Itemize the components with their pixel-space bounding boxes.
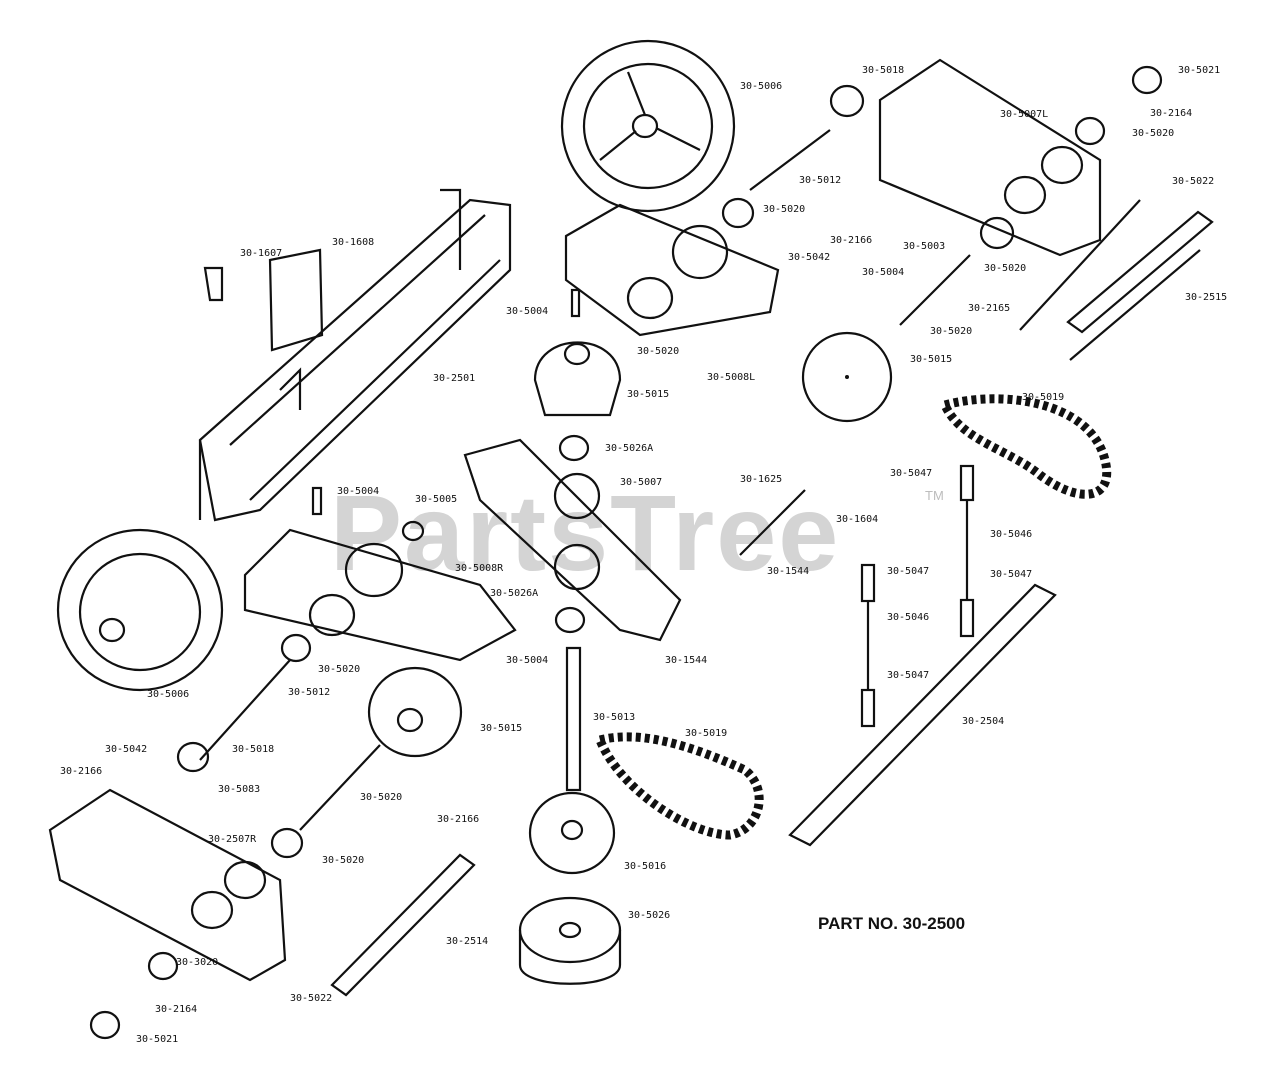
- callout-small-washer: 30-1544: [767, 566, 810, 577]
- callout-axle-left: 30-5020: [360, 792, 403, 803]
- callout-disc-right: 30-5015: [910, 354, 953, 365]
- callout-housing-right: 30-5008R: [455, 563, 504, 574]
- callout-frame-left: 30-2507R: [208, 834, 257, 845]
- callout-axle-right: 30-5020: [930, 326, 973, 337]
- callout-washer-right: 30-5020: [984, 263, 1027, 274]
- callout-rod-1: 30-5046: [990, 529, 1033, 540]
- callout-top-right-5: 30-5022: [1172, 176, 1215, 187]
- callout-bolt-bottom: 30-5022: [290, 993, 333, 1004]
- center-stack: [533, 341, 622, 792]
- small-parts: [89, 129, 1141, 1040]
- main-frame: [198, 188, 512, 522]
- callout-misc-2: 30-1625: [740, 474, 783, 485]
- callout-lever: 30-1544: [665, 655, 708, 666]
- callout-spring-3: 30-5047: [990, 569, 1033, 580]
- callout-bolt: 30-1604: [836, 514, 879, 525]
- callout-collar-center: 30-5026A: [605, 443, 654, 454]
- left-housing: [243, 528, 517, 662]
- callout-drum-top: 30-5015: [627, 389, 670, 400]
- top-brackets: [203, 248, 324, 410]
- callout-wheel-top: 30-5006: [740, 81, 783, 92]
- callout-chain-upper: 30-5019: [1022, 392, 1065, 403]
- callout-collar-low: 30-5026A: [490, 588, 539, 599]
- upper-housing: [564, 203, 780, 337]
- sprocket-and-pulley: [518, 791, 622, 985]
- trademark-symbol: TM: [925, 488, 944, 503]
- callout-rail-left: 30-2514: [446, 936, 489, 947]
- callout-chain-lower: 30-5019: [685, 728, 728, 739]
- callout-bush-left: 30-5020: [637, 346, 680, 357]
- callout-top-right-3: 30-2164: [1150, 108, 1193, 119]
- callout-housing-left-top: 30-5008L: [707, 372, 756, 383]
- callout-bush-left-2: 30-5020: [318, 664, 361, 675]
- springs-and-rods: [860, 464, 975, 728]
- callout-link: 30-5013: [593, 712, 636, 723]
- callout-bush-left-3: 30-5020: [322, 855, 365, 866]
- callout-bracket-l1: 30-1607: [240, 248, 283, 259]
- callout-top-right-4: 30-5020: [1132, 128, 1175, 139]
- callout-arm-right: 30-2165: [968, 303, 1011, 314]
- callout-spring-2: 30-5047: [887, 566, 930, 577]
- callout-spring-4: 30-5047: [887, 670, 930, 681]
- upper-chain: [938, 394, 1112, 499]
- lower-chain: [593, 732, 764, 840]
- callout-top-right-2: 30-5021: [1178, 65, 1221, 76]
- callout-top-right-1: 30-5018: [862, 65, 905, 76]
- callout-washer-bottom: 30-2164: [155, 1004, 198, 1015]
- watermark: PartsTree: [330, 472, 841, 593]
- callout-sprocket: 30-5016: [624, 861, 667, 872]
- callout-spring-bottom: 30-2166: [437, 814, 480, 825]
- callout-pin-top: 30-5004: [862, 267, 905, 278]
- callout-collar-top: 30-5020: [763, 204, 806, 215]
- part-number-label: PART NO. 30-2500: [818, 914, 966, 933]
- center-frame: [463, 438, 682, 642]
- callout-shaft-top: 30-5012: [799, 175, 842, 186]
- callout-side-rail: 30-2504: [962, 716, 1005, 727]
- top-wheel: [560, 39, 736, 213]
- rails: [330, 210, 1214, 997]
- callout-wheel-left: 30-5006: [147, 689, 190, 700]
- callout-frame-main: 30-2501: [433, 373, 476, 384]
- callout-rod-2: 30-5046: [887, 612, 930, 623]
- callout-spring-left: 30-2166: [60, 766, 103, 777]
- callout-frame-right: 30-5007L: [1000, 109, 1049, 120]
- callout-washer-top: 30-5042: [788, 252, 831, 263]
- right-top-frame: [721, 58, 1163, 257]
- callout-misc-1: 30-5005: [415, 494, 458, 505]
- callout-stud-left: 30-5004: [506, 306, 549, 317]
- callout-shaft-left: 30-5012: [288, 687, 331, 698]
- callout-spring-pin: 30-5004: [337, 486, 380, 497]
- callout-pin-mid: 30-5004: [506, 655, 549, 666]
- callout-spring-1: 30-5047: [890, 468, 933, 479]
- callout-stud-bottom: 30-3020: [176, 957, 219, 968]
- callout-spring-top: 30-2166: [830, 235, 873, 246]
- callout-nut-bottom: 30-5021: [136, 1034, 179, 1045]
- callout-nut-left: 30-5018: [232, 744, 275, 755]
- callout-arm-left: 30-5083: [218, 784, 261, 795]
- callout-disc-left: 30-5015: [480, 723, 523, 734]
- left-wheel: [56, 528, 224, 692]
- callout-rail-right: 30-2515: [1185, 292, 1228, 303]
- callout-washer-left: 30-5042: [105, 744, 148, 755]
- callout-pulley: 30-5026: [628, 910, 671, 921]
- callout-bracket-top: 30-5003: [903, 241, 946, 252]
- callout-roller-center: 30-5007: [620, 477, 663, 488]
- left-bottom-frame: [48, 788, 287, 982]
- right-disc: [801, 331, 893, 423]
- callout-bracket-l2: 30-1608: [332, 237, 375, 248]
